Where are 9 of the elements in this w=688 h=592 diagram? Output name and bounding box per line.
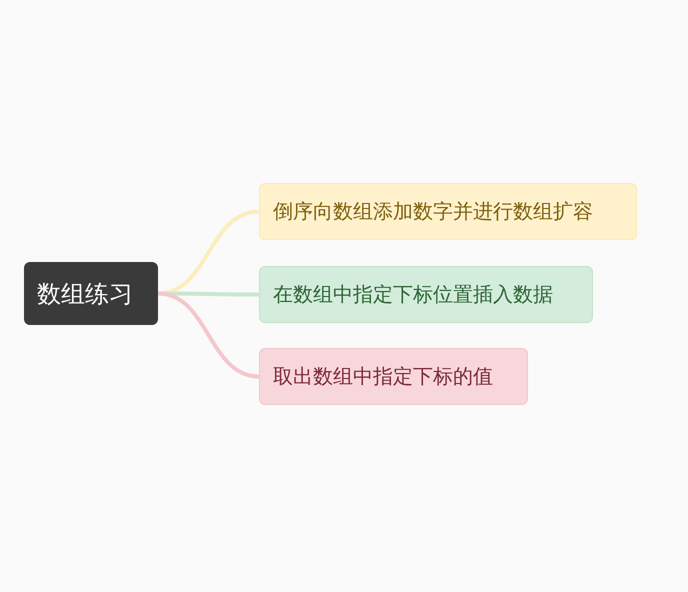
topic-box — [259, 266, 593, 323]
branch-connector — [156, 292, 261, 378]
topic-box — [259, 348, 528, 405]
root-topic-box — [24, 262, 158, 325]
topic-box — [259, 183, 637, 240]
topic-text: 取出数组中指定下标的值 — [273, 364, 493, 389]
topic-text: 在数组中指定下标位置插入数据 — [273, 282, 553, 307]
topic-text: 倒序向数组添加数字并进行数组扩容 — [273, 199, 593, 224]
topic-text: 数组练习 — [37, 278, 133, 308]
